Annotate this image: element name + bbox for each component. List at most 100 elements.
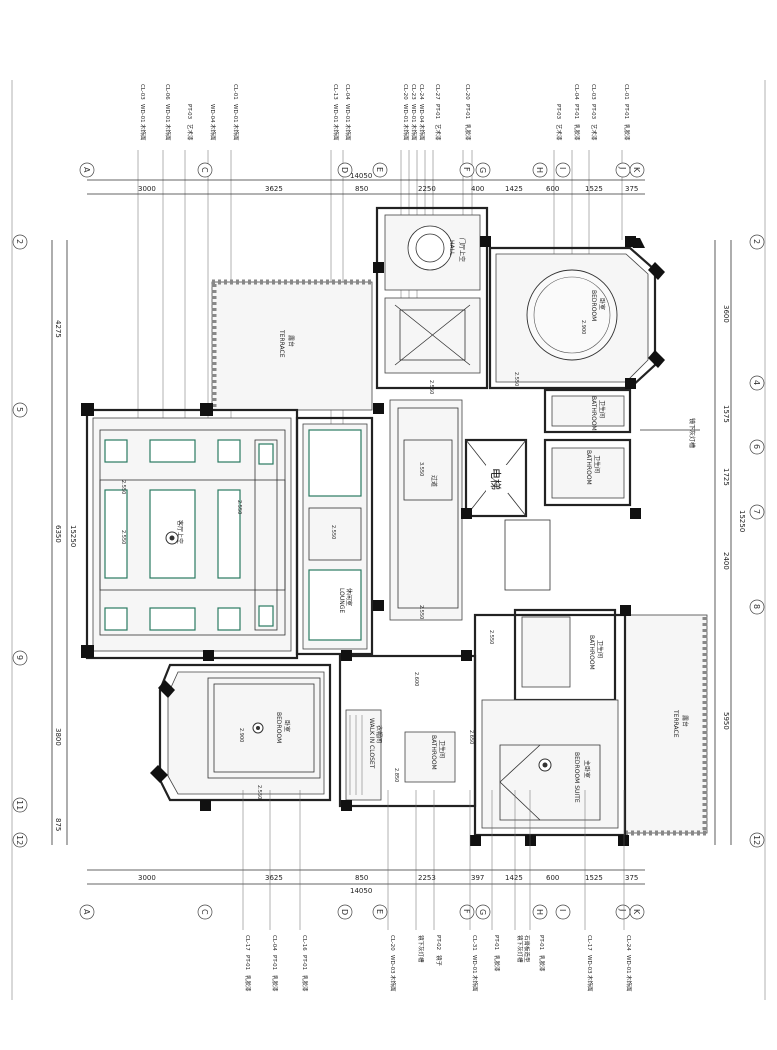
panel — [104, 439, 128, 463]
legend-top-12: CL-20 — [464, 84, 470, 100]
legend-top-9b: WD-01 — [410, 104, 416, 123]
legend-top-4b: 木饰面 — [209, 124, 217, 141]
panel — [149, 439, 196, 463]
dim-bottom-8: 1525 — [585, 874, 603, 882]
panel — [104, 489, 128, 579]
grid-right-8: 8 — [752, 604, 761, 609]
dim-bottom-5: 397 — [471, 874, 484, 882]
legend-bottom-7: CL-31 — [471, 935, 477, 951]
dim-bottom-4: 2253 — [418, 874, 436, 882]
grid-bottom-E: E — [375, 909, 384, 914]
dim-left-4: 875 — [54, 818, 62, 831]
hall-cn: 门厅上空 — [458, 238, 466, 262]
legend-top-16c: 乳胶漆 — [623, 124, 631, 141]
bedroom-left-en: BEDROOM — [275, 712, 282, 743]
legend-top-14b: PT-01 — [573, 104, 579, 119]
grid-right-4: 4 — [752, 380, 761, 385]
legend-top-7c: 木饰面 — [344, 124, 352, 141]
dim-top-6: 1425 — [505, 185, 523, 193]
grid-top-A: A — [82, 167, 91, 173]
bedroom-top-cn: 卧室 — [598, 298, 606, 310]
legend-top-15: CL-03 — [590, 84, 596, 100]
bath1-en: BATHROOM — [590, 396, 597, 431]
panel — [104, 607, 128, 631]
h13: 2.850 — [393, 768, 399, 782]
grid-bottom-K: K — [632, 909, 641, 915]
bath-mid-en: BATHROOM — [430, 735, 437, 770]
legend-bottom-2: CL-04 — [271, 935, 277, 951]
dim-left-total: 15250 — [69, 525, 77, 547]
legend-top-6b: WD-01 — [332, 104, 338, 123]
bedroom-left-cn: 卧室 — [283, 720, 291, 732]
dim-top-total: 14050 — [350, 172, 372, 180]
legend-top-9: CL-23 — [410, 84, 416, 100]
legend-top-2c: 木饰面 — [164, 124, 172, 141]
h14: 2.650 — [468, 730, 474, 744]
legend-bottom-1: CL-17 — [244, 935, 250, 951]
dim-top-9: 375 — [625, 185, 638, 193]
grid-bottom-D: D — [340, 909, 349, 915]
legend-top-3: PT-03 — [186, 104, 192, 120]
left-grid: 2 5 9 11 12 4275 6350 3800 875 15250 — [11, 80, 77, 1000]
legend-top-3b: 艺术漆 — [186, 124, 194, 141]
grid-right-12: 12 — [752, 835, 761, 845]
terrace-bottom-cn: 露台 — [681, 715, 689, 727]
h8: 2.550 — [513, 372, 519, 386]
dim-left-1: 4275 — [54, 320, 62, 338]
legend-top-10c: 木饰面 — [418, 124, 426, 141]
h6: 3.550 — [418, 462, 424, 476]
dim-bottom-2: 3625 — [265, 874, 283, 882]
legend-top-10b: WD-04 — [418, 104, 424, 123]
dim-bottom-3: 850 — [355, 874, 368, 882]
hall-en: HALL — [448, 240, 455, 256]
legend-top-9c: 木饰面 — [410, 124, 418, 141]
legend-top-6: CL-13 — [332, 84, 338, 100]
dim-top-8: 1525 — [585, 185, 603, 193]
bath2-cn: 卫生间 — [593, 455, 601, 473]
grid-right-6: 6 — [752, 444, 761, 449]
h3: 2.550 — [236, 500, 242, 514]
legend-bottom-4b: WD-03 — [389, 955, 395, 974]
legend-top-1: CL-03 — [139, 84, 145, 100]
corridor-label: 过道 — [430, 475, 438, 487]
legend-top-14: CL-04 — [573, 84, 579, 100]
closet-cn: 衣帽间 — [375, 725, 383, 743]
h11: 2.550 — [488, 630, 494, 644]
top-legend-group: CL-03 WD-01 木饰面 CL-06 WD-01 木饰面 PT-03 艺术… — [137, 84, 631, 452]
legend-bottom-3: CL-16 — [301, 935, 307, 951]
grid-bottom-I: I — [558, 909, 567, 911]
legend-top-11c: 艺术漆 — [434, 124, 442, 141]
legend-top-13: PT-03 — [555, 104, 561, 120]
bottom-legend-group: CL-17 PT-01 乳胶漆 CL-04 PT-01 乳胶漆 CL-16 PT… — [242, 790, 633, 992]
h1: 2.550 — [120, 480, 126, 494]
legend-bottom-11: CL-17 — [586, 935, 592, 951]
legend-bottom-4: CL-20 — [389, 935, 395, 951]
legend-bottom-2b: PT-01 — [271, 955, 277, 970]
legend-top-2: CL-06 — [164, 84, 170, 100]
legend-bottom-8b: 乳胶漆 — [493, 955, 501, 972]
dim-right-5: 5950 — [722, 712, 730, 730]
legend-top-1c: 木饰面 — [139, 124, 147, 141]
legend-bottom-3c: 乳胶漆 — [301, 975, 309, 992]
grid-left-5: 5 — [15, 407, 24, 412]
dim-bottom-1: 3000 — [138, 874, 156, 882]
grid-bottom-C: C — [200, 909, 209, 915]
terrace-top-cn: 露台 — [287, 335, 295, 347]
dim-right-3: 1725 — [722, 468, 730, 486]
legend-top-12c: 乳胶漆 — [464, 124, 472, 141]
lounge-cn: 休闲室 — [345, 588, 353, 606]
legend-bottom-3b: PT-01 — [301, 955, 307, 970]
h12: 2.550 — [256, 785, 262, 799]
legend-bottom-8: PT-01 — [493, 935, 499, 950]
legend-top-8: CL-20 — [402, 84, 408, 100]
legend-bottom-10: PT-01 — [538, 935, 544, 950]
bath1-cn: 卫生间 — [598, 400, 606, 418]
legend-top-12b: PT-01 — [464, 104, 470, 119]
h2: 2.550 — [120, 530, 126, 544]
legend-bottom-1c: 乳胶漆 — [244, 975, 252, 992]
bath-mid-cn: 卫生间 — [438, 740, 446, 758]
grid-top-D: D — [340, 167, 349, 173]
grid-top-C: C — [200, 167, 209, 173]
right-grid: 2 4 6 7 8 12 3600 1575 1725 2400 5950 15… — [714, 80, 766, 1000]
